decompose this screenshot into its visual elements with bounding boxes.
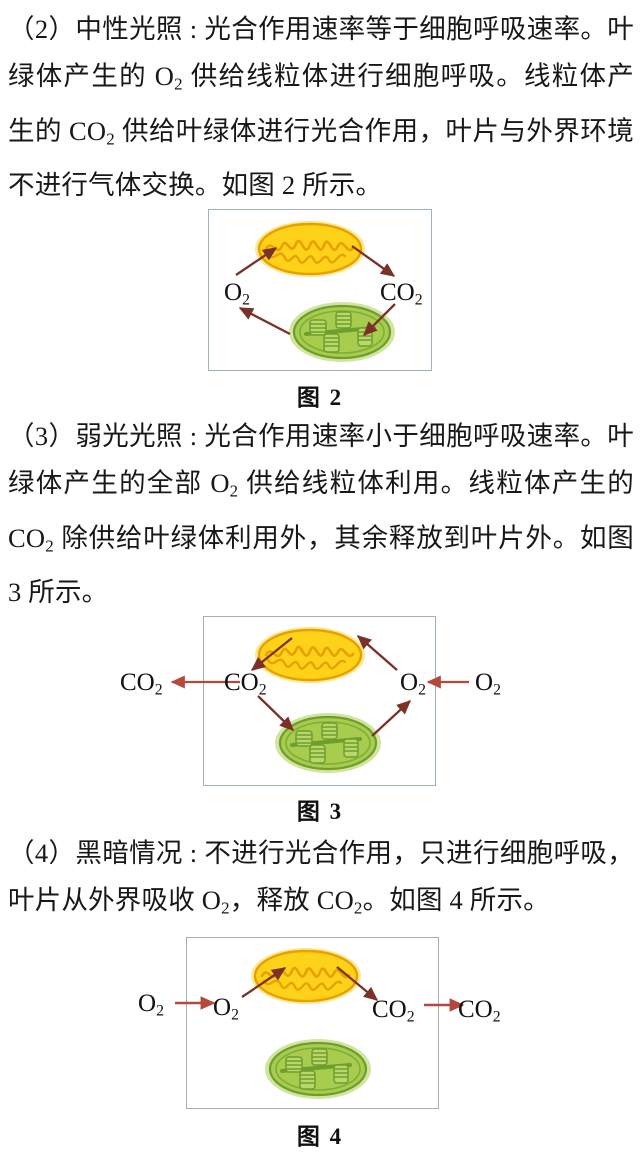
figure-2-arrows [235,245,396,336]
figure-4-label-co2-inside-right: CO2 [372,996,415,1026]
chloroplast-icon [272,711,384,775]
figure-2: O2 CO2 图 2 [0,200,640,410]
figure-2-caption: 图 2 [296,385,344,410]
figure-4-caption: 图 4 [296,1124,344,1149]
figure-3: CO2 CO2 O2 O2 图 3 [0,608,640,824]
figure-4-label-o2-outside-left: O2 [138,990,164,1020]
figure-4: O2 O2 CO2 CO2 图 4 [0,925,640,1149]
mitochondrion-icon [252,624,368,686]
figure-3-label-co2-outside-left: CO2 [120,669,163,699]
figure-3-caption: 图 3 [296,799,344,824]
figure-2-label-co2-inside-right: CO2 [380,279,423,309]
mitochondrion-icon [252,218,368,280]
mitochondrion-icon [248,945,364,1007]
figure-3-label-co2-inside-left: CO2 [224,669,267,699]
figure-3-arrows [170,635,469,737]
figure-4-label-co2-outside-right: CO2 [458,996,501,1026]
paragraph-section-2: （2）中性光照 : 光合作用速率等于细胞呼吸速率。叶绿体产生的 O2 供给线粒体… [8,14,635,201]
paragraph-section-3: （3）弱光光照 : 光合作用速率小于细胞呼吸速率。叶绿体产生的全部 O2 供给线… [8,421,635,608]
figure-3-label-o2-inside-right: O2 [400,669,426,699]
figure-3-label-o2-outside-right: O2 [475,669,501,699]
paragraph-section-4: （4）黑暗情况 : 不进行光合作用，只进行细胞呼吸，叶片从外界吸收 O2，释放 … [8,838,634,918]
figure-2-label-o2-inside-left: O2 [224,279,250,309]
figure-4-arrows [175,966,465,1012]
chloroplast-icon [262,1037,374,1101]
figure-4-label-o2-inside-left: O2 [213,994,239,1024]
chloroplast-icon [286,300,398,364]
